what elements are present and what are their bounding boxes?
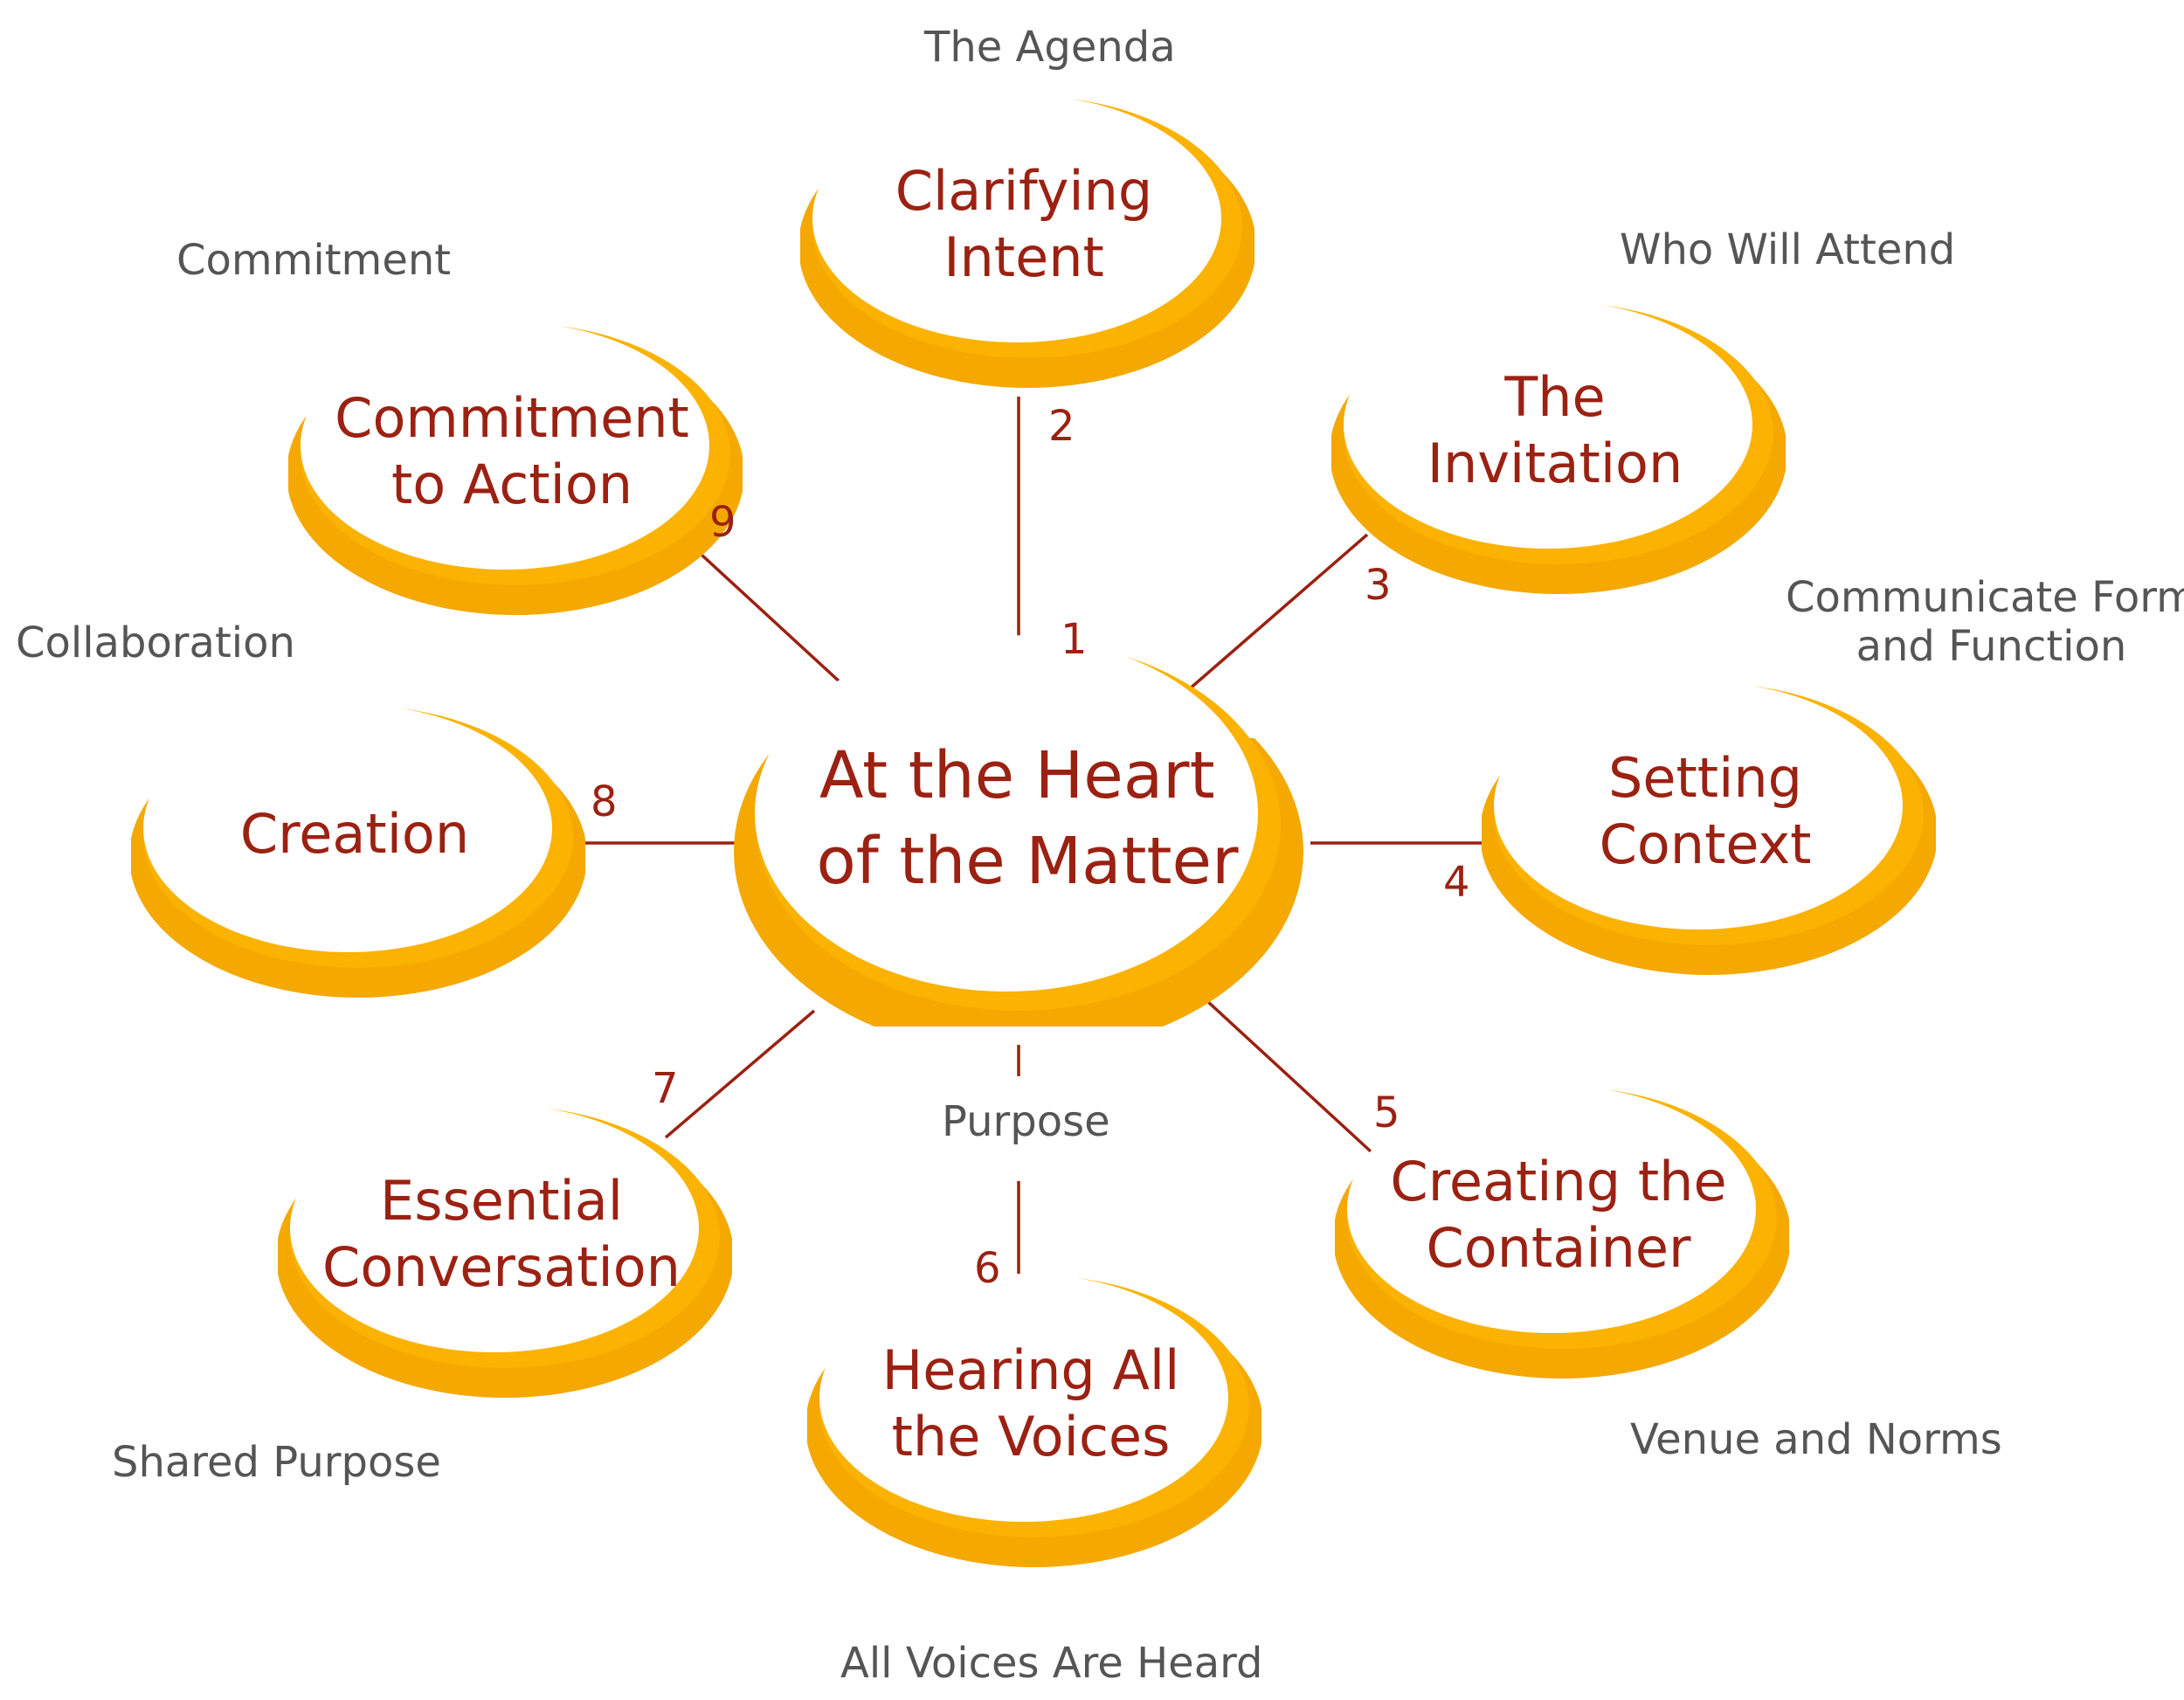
node-center: At the Heart of the Matter (734, 635, 1303, 1026)
ring-shape (1482, 681, 1936, 975)
node-label-line: Invitation (1427, 432, 1683, 495)
node-label-line: Intent (943, 225, 1104, 289)
ring-shape (807, 1274, 1261, 1567)
annotation-commitment: Commitment (176, 236, 452, 285)
connector-line (664, 1009, 816, 1139)
node-label-line: the Voices (892, 1405, 1171, 1468)
node-label: Creation (240, 802, 469, 866)
node-label-line: Essential (380, 1169, 623, 1233)
edge-number-8: 8 (591, 777, 618, 826)
edge-number-3: 3 (1365, 561, 1392, 610)
center-label-line-2: of the Matter (817, 824, 1240, 899)
ring-shape (288, 321, 743, 615)
annotation-all-voices-are-heard: All Voices Are Heard (840, 1639, 1263, 1688)
ring-shape (131, 704, 585, 998)
ring-shape (278, 1104, 732, 1398)
node-label-line: Hearing All (882, 1338, 1180, 1402)
edge-numbers: 1 2 3 4 5 6 7 8 9 (591, 402, 1470, 1293)
node-label-line: Commitment (335, 386, 689, 450)
annotation-shared-purpose: Shared Purpose (112, 1438, 441, 1487)
ring-shape (1335, 1085, 1789, 1379)
node-label-line: Creating the (1390, 1150, 1726, 1213)
center-label-line-1: At the Heart (819, 738, 1215, 813)
edge-number-7: 7 (652, 1064, 679, 1113)
edge-number-9: 9 (709, 498, 736, 547)
node-label-line: Setting (1608, 746, 1802, 810)
edge-number-1: 1 (1061, 615, 1088, 664)
node-creation: Creation (131, 704, 585, 998)
node-label-line: Context (1600, 812, 1812, 876)
svg-text:At the Heart of the Ma: At the Heart of the Matter (817, 738, 1240, 899)
annotation-purpose: Purpose (942, 1097, 1110, 1146)
ring-shape (734, 635, 1303, 1026)
node-label-line: Clarifying (895, 159, 1153, 223)
edge-number-4: 4 (1443, 858, 1470, 907)
node-label-line: Container (1427, 1216, 1691, 1280)
node-label-line: Conversation (322, 1235, 681, 1299)
annotation-venue-and-norms: Venue and Norms (1630, 1415, 2002, 1464)
edge-number-6: 6 (974, 1244, 1001, 1293)
connector-line (1195, 990, 1384, 1164)
ring-shape (800, 94, 1254, 388)
node-label-line: Creation (240, 802, 469, 866)
annotation-collaboration: Collaboration (16, 618, 295, 667)
annotation-communicate-form: Communicate Form and Function (1786, 573, 2184, 671)
edge-number-5: 5 (1373, 1088, 1400, 1137)
node-label-line: The (1503, 365, 1605, 429)
ring-shape (1331, 301, 1786, 594)
edge-number-2: 2 (1048, 402, 1075, 451)
connector-line (1186, 533, 1369, 692)
annotation-the-agenda: The Agenda (924, 23, 1176, 72)
node-label-line: to Action (391, 453, 632, 516)
annotation-who-will-attend: Who Will Attend (1620, 225, 1956, 274)
